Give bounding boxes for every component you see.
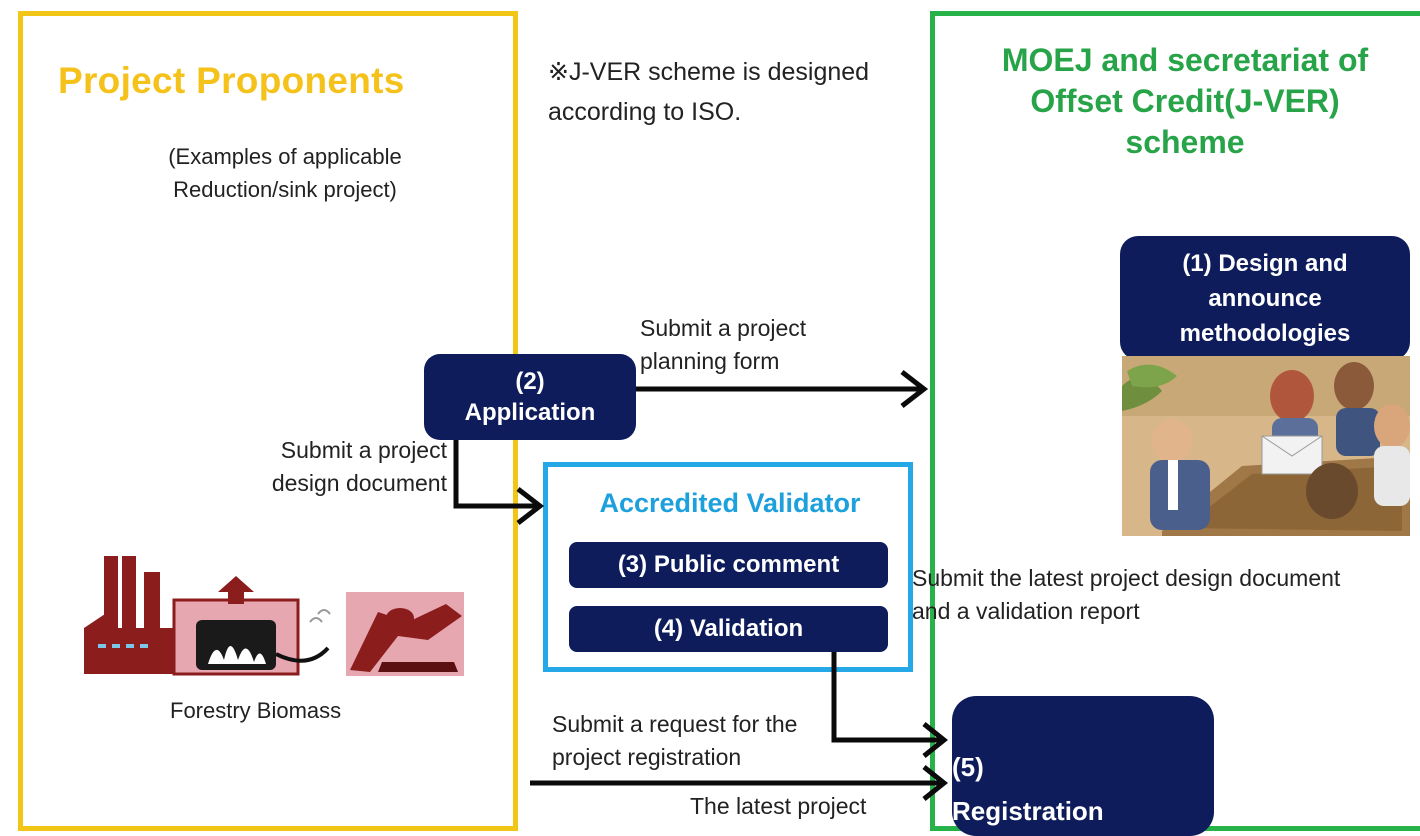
business-meeting-clipart-icon [1122,356,1410,536]
flow-arrows [453,370,949,801]
step-design-methodologies: (1) Design and announce methodologies [1120,236,1410,360]
arrowhead-validation-to-registration [922,722,949,758]
arrowhead-proponent-to-registration [922,765,949,801]
industry-biomass-clipart-icon [84,556,464,676]
accredited-validator-title: Accredited Validator [599,488,861,518]
iso-note: ※J-VER scheme is designed according to I… [548,58,870,126]
step-application: (2) Application [424,354,636,440]
registration-request-label: Submit a request for the project registr… [552,711,798,770]
moej-secretariat-title: MOEJ and secretariat of Offset Credit(J-… [1001,42,1369,160]
application-label: Application [464,399,596,426]
project-proponents-subtitle: (Examples of applicable Reduction/sink p… [168,144,402,202]
project-proponents-title: Project Proponents [58,60,405,101]
design-document-label: Submit a project design document [271,437,447,496]
registration-number: (5) [952,752,984,782]
forestry-biomass-caption: Forestry Biomass [170,698,342,723]
planning-form-label: Submit a project planning form [640,315,807,374]
accredited-validator-frame [543,462,913,672]
arrow-application-to-validator [453,440,540,509]
arrow-validation-to-registration [831,652,944,743]
arrowhead-application-to-validator [516,487,545,525]
step-public-comment: (3) Public comment [569,542,888,588]
step-validation: (4) Validation [569,606,888,652]
latest-submission-label: Submit the latest project design documen… [912,565,1341,624]
application-number: (2) [515,368,545,395]
arrowhead-application-to-moej [900,370,929,408]
